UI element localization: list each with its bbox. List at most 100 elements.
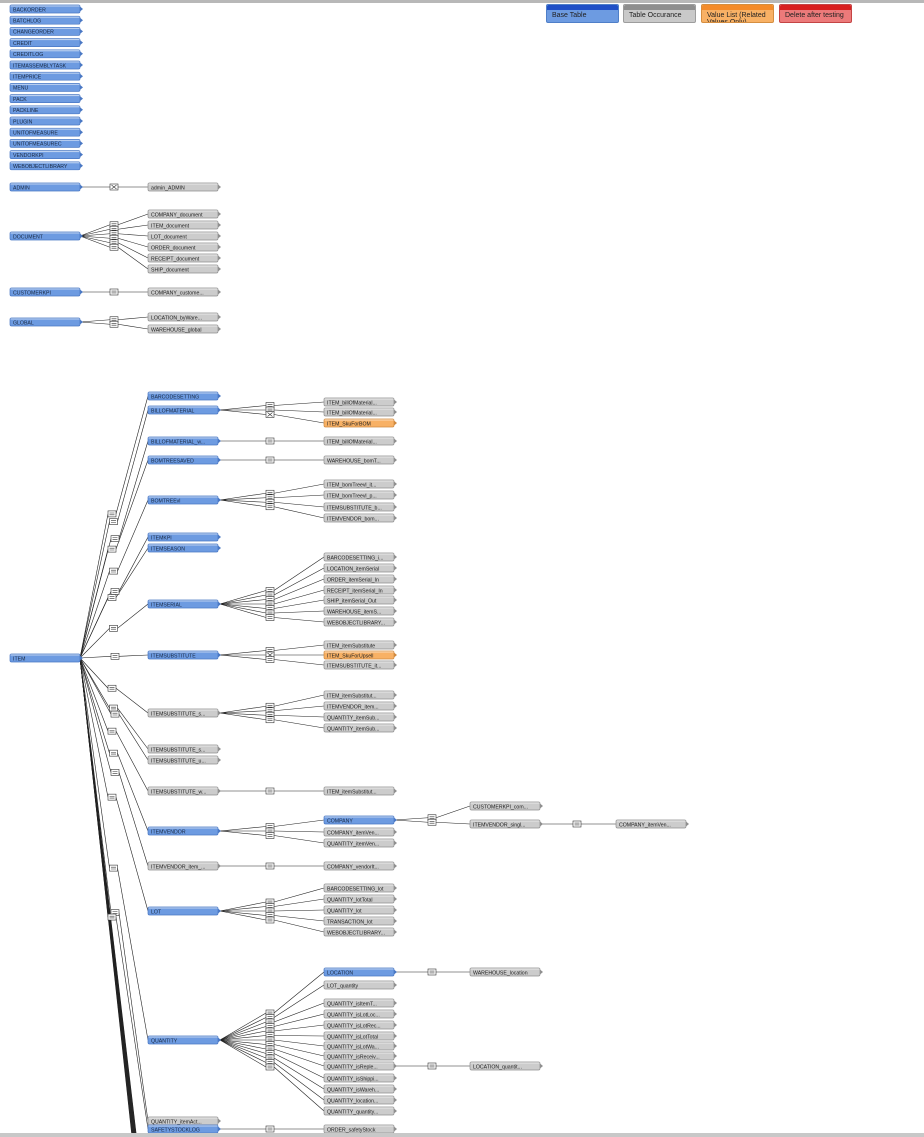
table-ship-document[interactable]: SHIP_document xyxy=(147,264,221,274)
table-itemseason[interactable]: ITEMSEASON xyxy=(147,543,221,553)
table-order-safetystock[interactable]: ORDER_safetyStock xyxy=(323,1124,397,1134)
table-order-document[interactable]: ORDER_document xyxy=(147,242,221,252)
table-quantity-isshippi[interactable]: QUANTITY_isShippi... xyxy=(323,1073,397,1083)
table-order-itemserial-in[interactable]: ORDER_itemSerial_In xyxy=(323,574,397,584)
table-bomtreesaved[interactable]: BOMTREESAVED xyxy=(147,455,221,465)
relationship-cross-icon[interactable] xyxy=(265,411,275,418)
relationship-equal-icon[interactable] xyxy=(427,1062,437,1070)
table-item-billofmaterial[interactable]: ITEM_billOfMaterial... xyxy=(323,407,397,417)
table-barcodesetting-lot[interactable]: BARCODESETTING_lot xyxy=(323,883,397,893)
horizontal-scrollbar[interactable] xyxy=(0,1133,924,1137)
table-webobjectlibrary[interactable]: WEBOBJECTLIBRARY... xyxy=(323,617,397,627)
table-itemvendor[interactable]: ITEMVENDOR xyxy=(147,826,221,836)
table-itemassemblytask[interactable]: ITEMASSEMBLYTASK xyxy=(9,60,83,70)
table-item-bomtreevl-it[interactable]: ITEM_bomTreevl_it... xyxy=(323,479,397,489)
table-packline[interactable]: PACKLINE xyxy=(9,105,83,115)
table-itemsubstitute-s[interactable]: ITEMSUBSTITUTE_s... xyxy=(147,708,221,718)
relationship-equal-icon[interactable] xyxy=(265,456,275,464)
table-customerkpi[interactable]: CUSTOMERKPI xyxy=(9,287,83,297)
relationship-equal-icon[interactable] xyxy=(572,820,582,828)
table-webobjectlibrary[interactable]: WEBOBJECTLIBRARY... xyxy=(323,927,397,937)
table-itemvendor-item[interactable]: ITEMVENDOR_item_... xyxy=(147,861,221,871)
table-quantity-quantity[interactable]: QUANTITY_quantity... xyxy=(323,1106,397,1116)
relationship-equal-icon[interactable] xyxy=(265,716,275,724)
table-billofmaterial-w[interactable]: BILLOFMATERIAL_w... xyxy=(147,436,221,446)
table-barcodesetting[interactable]: BARCODESETTING xyxy=(147,391,221,401)
table-item-skuforbom[interactable]: ITEM_SkuForBOM xyxy=(323,418,397,428)
relationship-equal-icon[interactable] xyxy=(110,653,120,660)
table-item-billofmaterial[interactable]: ITEM_billOfMaterial... xyxy=(323,397,397,407)
table-transaction-lot[interactable]: TRANSACTION_lot xyxy=(323,916,397,926)
table-batchlog[interactable]: BATCHLOG xyxy=(9,15,83,25)
relationship-equal-icon[interactable] xyxy=(265,787,275,795)
table-unitofmeasure[interactable]: UNITOFMEASURE xyxy=(9,127,83,137)
relationship-equal-icon[interactable] xyxy=(107,684,117,692)
table-itemkpi[interactable]: ITEMKPI xyxy=(147,532,221,542)
table-company-custome[interactable]: COMPANY_custome... xyxy=(147,287,221,297)
table-item-skuforupsell[interactable]: ITEM_SkuForUpsell xyxy=(323,650,397,660)
table-customerkpi-com[interactable]: CUSTOMERKPI_com... xyxy=(469,801,543,811)
table-itemsubstitute[interactable]: ITEMSUBSTITUTE xyxy=(147,650,221,660)
table-barcodesetting-i[interactable]: BARCODESETTING_i... xyxy=(323,552,397,562)
table-company[interactable]: COMPANY xyxy=(323,815,397,825)
table-quantity-itemsub[interactable]: QUANTITY_itemSub... xyxy=(323,723,397,733)
table-unitofmeasurec[interactable]: UNITOFMEASUREC xyxy=(9,139,83,148)
table-menu[interactable]: MENU xyxy=(9,83,83,92)
relationship-equal-icon[interactable] xyxy=(107,727,117,735)
table-receipt-itemserial-in[interactable]: RECEIPT_itemSerial_In xyxy=(323,585,397,595)
relationship-equal-icon[interactable] xyxy=(109,518,118,525)
table-quantity-islottotal[interactable]: QUANTITY_isLotTotal xyxy=(323,1031,397,1041)
table-item-billofmaterial[interactable]: ITEM_billOfMaterial... xyxy=(323,436,397,446)
table-itemvendor-bom[interactable]: ITEMVENDOR_bom... xyxy=(323,513,397,523)
table-company-vendorit[interactable]: COMPANY_vendorIt... xyxy=(323,861,397,871)
table-receipt-document[interactable]: RECEIPT_document xyxy=(147,253,221,263)
table-itemsubstitute-s[interactable]: ITEMSUBSTITUTE_s... xyxy=(147,744,221,754)
relationship-equal-icon[interactable] xyxy=(107,913,117,921)
relationship-equal-icon[interactable] xyxy=(265,702,275,710)
relationship-equal-icon[interactable] xyxy=(265,832,275,839)
table-warehouse-bomt[interactable]: WAREHOUSE_bomT... xyxy=(323,455,397,465)
table-plugin[interactable]: PLUGIN xyxy=(9,116,83,126)
relationship-equal-icon[interactable] xyxy=(110,588,120,595)
relationship-equal-icon[interactable] xyxy=(109,288,119,296)
table-quantity-location[interactable]: QUANTITY_location... xyxy=(323,1095,397,1105)
relationship-equal-icon[interactable] xyxy=(107,793,117,801)
table-warehouse-global[interactable]: WAREHOUSE_global xyxy=(147,324,221,334)
table-itemsubstitute-it[interactable]: ITEMSUBSTITUTE_it... xyxy=(323,660,397,670)
table-warehouse-items[interactable]: WAREHOUSE_itemS... xyxy=(323,606,397,616)
table-itemsubstitute-w[interactable]: ITEMSUBSTITUTE_w... xyxy=(147,786,221,796)
table-quantity-isreceiv[interactable]: QUANTITY_isReceiv... xyxy=(323,1051,397,1061)
table-global[interactable]: GLOBAL xyxy=(9,317,83,327)
relationship-equal-icon[interactable] xyxy=(109,864,118,872)
table-item-itemsubstitut[interactable]: ITEM_itemSubstitut... xyxy=(323,690,397,700)
table-item-document[interactable]: ITEM_document xyxy=(147,220,221,230)
table-document[interactable]: DOCUMENT xyxy=(9,231,83,241)
table-admin[interactable]: ADMIN xyxy=(9,182,83,192)
table-company-itemven[interactable]: COMPANY_itemVen... xyxy=(323,827,397,837)
table-vendorkpi[interactable]: VENDORKPI xyxy=(9,150,83,159)
table-quantity-islotloc[interactable]: QUANTITY_isLotLoc... xyxy=(323,1009,397,1019)
relationship-equal-icon[interactable] xyxy=(110,535,120,542)
relationship-equal-icon[interactable] xyxy=(109,624,118,632)
table-lot-document[interactable]: LOT_document xyxy=(147,231,221,241)
relationship-equal-icon[interactable] xyxy=(265,437,275,445)
relationship-equal-icon[interactable] xyxy=(265,614,275,621)
table-itemserial[interactable]: ITEMSERIAL xyxy=(147,599,221,609)
table-item-itemsubstitut[interactable]: ITEM_itemSubstitut... xyxy=(323,786,397,796)
table-creditlog[interactable]: CREDITLOG xyxy=(9,49,83,59)
relationship-equal-icon[interactable] xyxy=(109,704,118,712)
table-itemvendor-singl[interactable]: ITEMVENDOR_singl... xyxy=(469,819,543,829)
table-item-itemsubstitute[interactable]: ITEM_itemSubstitute xyxy=(323,640,397,650)
table-quantity[interactable]: QUANTITY xyxy=(147,1035,221,1045)
table-quantity-islotrec[interactable]: QUANTITY_isLotRec... xyxy=(323,1020,397,1030)
table-company-itemven[interactable]: COMPANY_itemVen... xyxy=(615,819,689,829)
table-location-itemserial[interactable]: LOCATION_itemSerial xyxy=(323,563,397,573)
relationship-equal-icon[interactable] xyxy=(265,503,275,511)
relationship-equal-icon[interactable] xyxy=(265,862,275,870)
relationship-equal-icon[interactable] xyxy=(427,968,437,976)
relationship-equal-icon[interactable] xyxy=(265,656,275,663)
relationship-equal-icon[interactable] xyxy=(109,320,119,328)
relationship-equal-icon[interactable] xyxy=(265,1063,275,1071)
relationship-equal-icon[interactable] xyxy=(107,594,117,601)
relationship-equal-icon[interactable] xyxy=(107,510,117,518)
